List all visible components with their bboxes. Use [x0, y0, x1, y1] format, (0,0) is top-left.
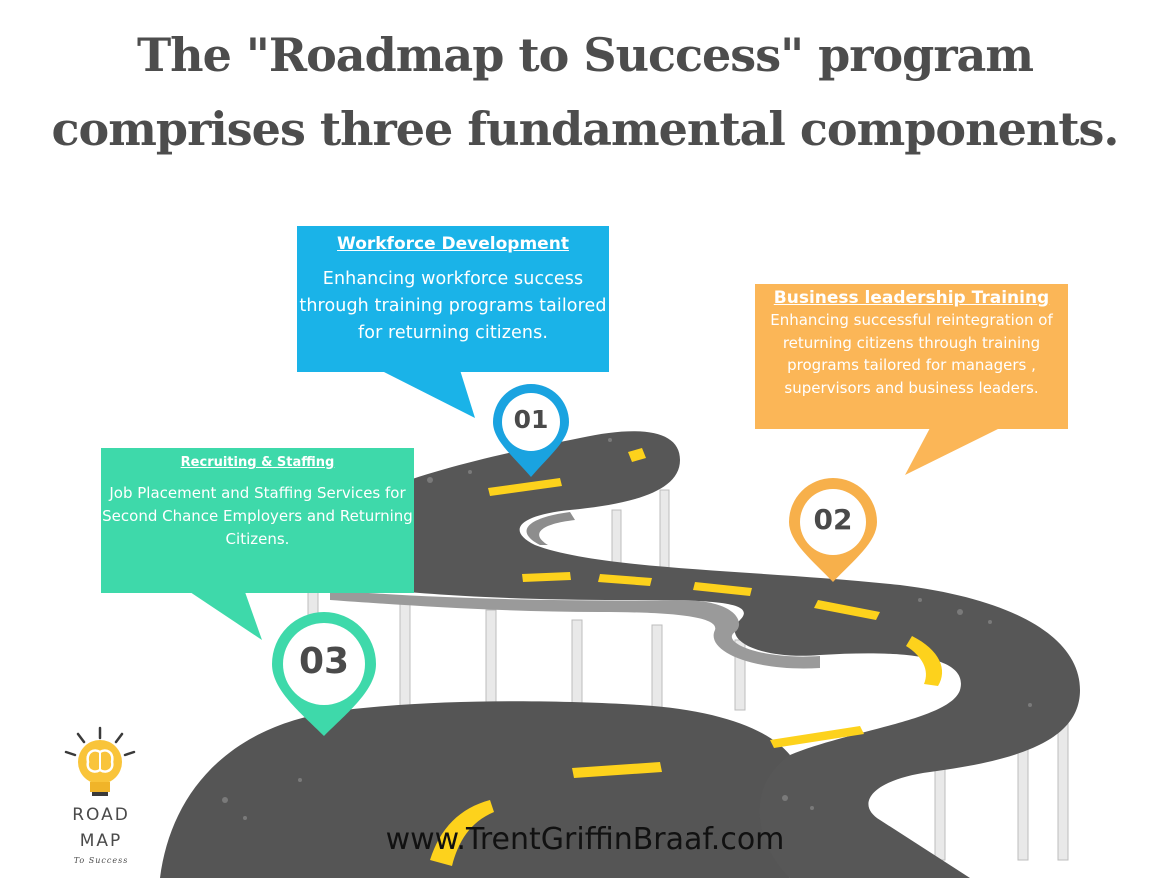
logo-text-map: MAP [79, 831, 123, 851]
road-shoulder [330, 590, 820, 669]
workforce-development-heading: Workforce Development [337, 234, 569, 254]
website-url: www.TrentGriffinBraaf.com [0, 822, 1170, 857]
recruiting-staffing-heading: Recruiting & Staffing [180, 455, 335, 470]
lane-markings [430, 448, 943, 866]
pin-03-number: 03 [298, 641, 350, 682]
workforce-development-description: Enhancing workforce success through trai… [299, 269, 607, 343]
road-inner-edge [526, 512, 575, 545]
pin-03 [272, 612, 376, 736]
lightbulb-brain-icon [64, 726, 136, 796]
recruiting-staffing-callout: Recruiting & Staffing Job Placement and … [101, 448, 414, 593]
recruiting-staffing-description: Job Placement and Staffing Services for … [102, 484, 413, 548]
business-leadership-callout: Business leadership Training Enhancing s… [755, 284, 1068, 429]
page-title-line-2: comprises three fundamental components. [51, 102, 1120, 156]
pin-01 [493, 384, 569, 477]
business-leadership-description: Enhancing successful reintegration of re… [770, 311, 1053, 397]
road-texture [222, 438, 1032, 820]
business-callout-tail [905, 428, 1000, 475]
logo-tagline: To Success [73, 856, 129, 865]
pin-02 [789, 478, 877, 582]
road-pillars [307, 489, 1069, 861]
business-leadership-heading: Business leadership Training [773, 288, 1050, 308]
website-url-text: www.TrentGriffinBraaf.com [385, 822, 785, 857]
pin-02-number: 02 [813, 503, 853, 536]
page-title-line-1: The "Roadmap to Success" program [136, 28, 1034, 82]
workforce-callout-tail [380, 370, 475, 418]
road-upper-surface [350, 431, 1080, 878]
logo-text-road: ROAD [72, 805, 130, 825]
workforce-development-callout: Workforce Development Enhancing workforc… [297, 226, 609, 372]
recruit-callout-tail [190, 592, 262, 640]
road-lower-surface [160, 701, 790, 878]
pin-01-number: 01 [513, 405, 549, 434]
